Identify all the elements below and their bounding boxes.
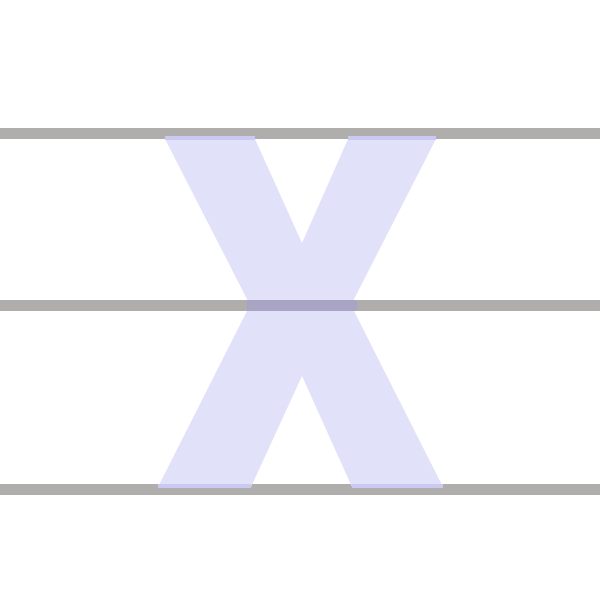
glyph-top-left-edge — [165, 136, 255, 140]
glyph-midline-overlap — [247, 300, 357, 311]
ascender-guideline — [0, 128, 600, 139]
baseline-guideline — [0, 484, 600, 495]
glyph-top-right-edge — [348, 136, 436, 140]
glyph-bottom-right-edge — [352, 484, 443, 488]
glyph-bottom-left-edge — [158, 484, 251, 488]
letter-x-glyph — [158, 139, 443, 487]
